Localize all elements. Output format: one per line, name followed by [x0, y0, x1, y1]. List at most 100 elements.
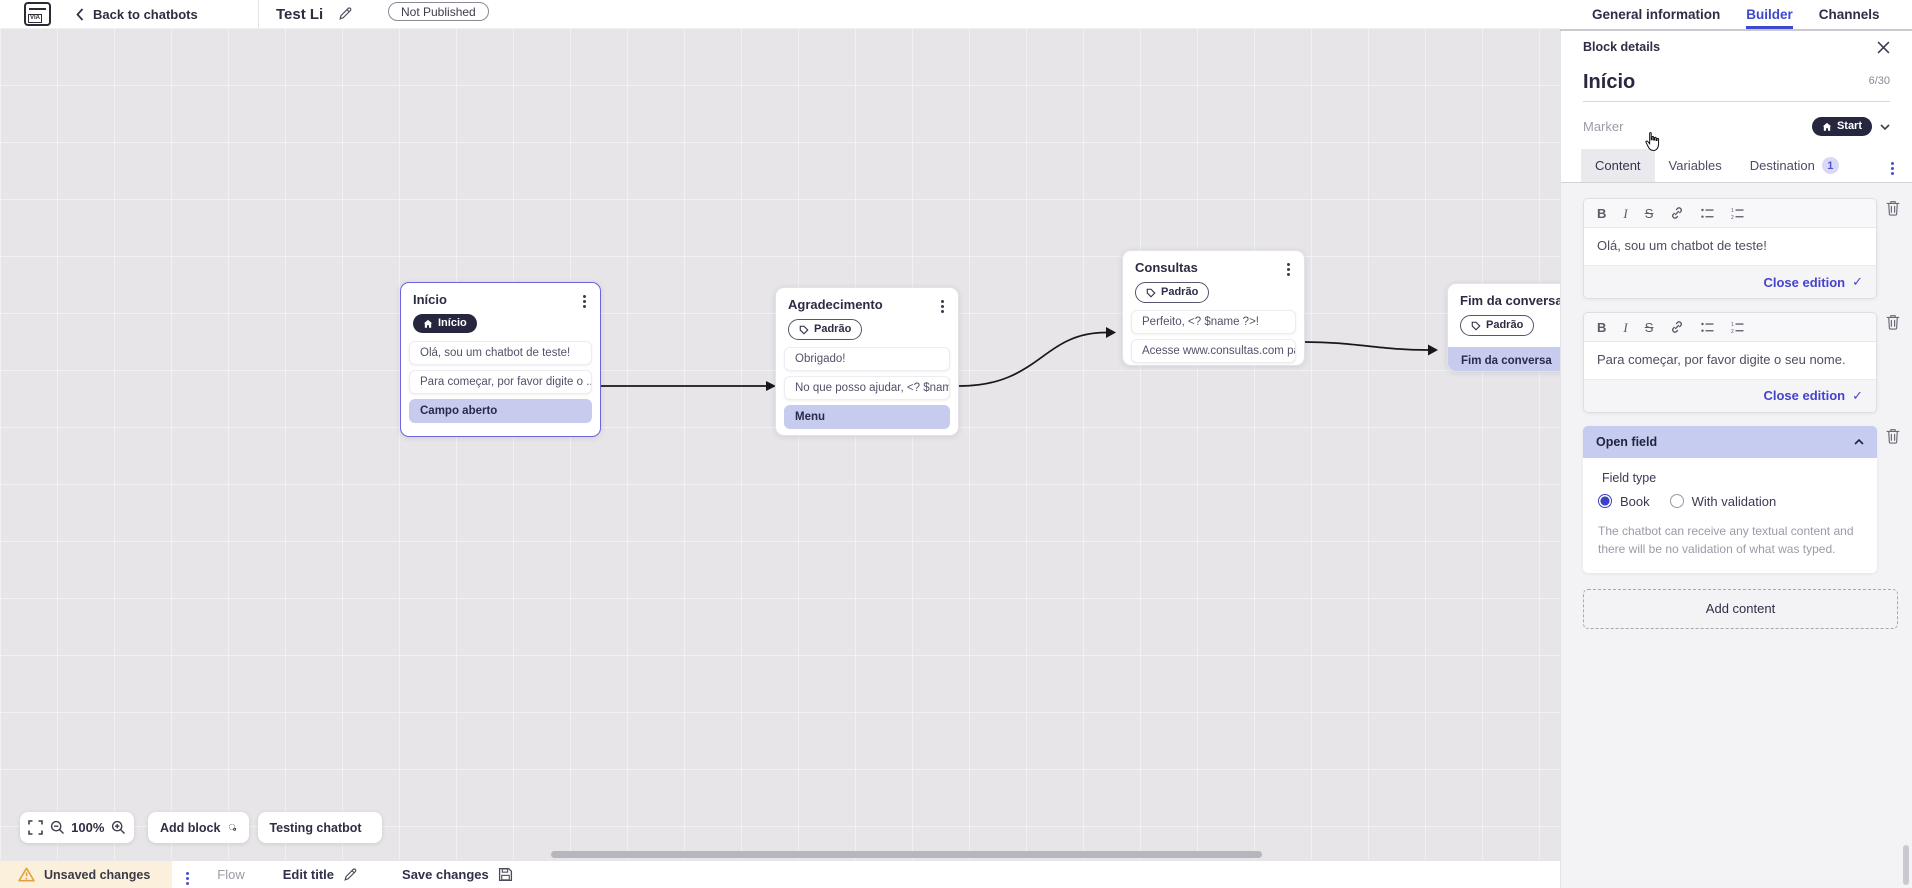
tab-destination[interactable]: Destination 1: [1736, 149, 1853, 182]
add-block-button[interactable]: Add block: [148, 812, 249, 843]
italic-icon[interactable]: I: [1623, 319, 1628, 335]
close-edition-label: Close edition: [1763, 388, 1846, 404]
tag-icon: [1471, 321, 1481, 331]
svg-text:2: 2: [1731, 214, 1734, 218]
flow-block-inicio[interactable]: Início Início Olá, sou um chatbot de tes…: [400, 282, 601, 437]
main-tabs: General information Builder Channels: [1560, 0, 1912, 31]
block-message-item[interactable]: Para começar, por favor digite o ...: [409, 369, 592, 394]
block-openfield-item[interactable]: Campo aberto: [409, 398, 592, 423]
block-message-item[interactable]: No que posso ajudar, <? $name ...: [784, 376, 950, 401]
marker-start-pill[interactable]: Start: [1811, 117, 1872, 137]
panel-title: Block details: [1583, 40, 1661, 54]
editor-text[interactable]: Olá, sou um chatbot de teste!: [1584, 228, 1876, 266]
svg-text:2: 2: [1731, 328, 1734, 332]
home-icon: [1822, 122, 1832, 131]
block-marker-badge: Padrão: [788, 319, 863, 341]
tab-channels[interactable]: Channels: [1818, 6, 1880, 22]
edit-title-pencil-icon[interactable]: [338, 6, 353, 21]
tab-builder[interactable]: Builder: [1746, 0, 1793, 29]
tab-variables[interactable]: Variables: [1668, 158, 1722, 174]
bullet-list-icon[interactable]: [1701, 322, 1714, 333]
close-edition-button[interactable]: Close edition ✓: [1584, 265, 1876, 299]
block-details-panel: Block details 6/30 Marker Start Content …: [1560, 31, 1912, 888]
close-icon[interactable]: [1877, 41, 1890, 54]
open-field-title: Open field: [1596, 434, 1658, 449]
block-title: Fim da conversa: [1460, 293, 1563, 308]
block-menu-icon[interactable]: [583, 300, 586, 303]
block-marker-badge: Início: [413, 314, 477, 334]
bold-icon[interactable]: B: [1597, 319, 1607, 335]
block-marker-badge: Padrão: [1135, 282, 1210, 304]
bullet-list-icon[interactable]: [1701, 208, 1714, 219]
panel-tabs: Content Variables Destination 1: [1561, 149, 1912, 184]
chatbot-title[interactable]: Test Li: [276, 5, 324, 23]
save-icon: [498, 867, 512, 882]
chevron-down-icon[interactable]: [1880, 124, 1890, 130]
block-title: Agradecimento: [788, 297, 883, 312]
strikethrough-icon[interactable]: S: [1644, 319, 1654, 335]
zoom-out-icon[interactable]: [50, 820, 65, 835]
testing-chatbot-button[interactable]: Testing chatbot: [258, 812, 382, 843]
bold-icon[interactable]: B: [1597, 205, 1607, 221]
panel-vertical-scrollbar[interactable]: [1903, 845, 1909, 885]
field-type-description: The chatbot can receive any textual cont…: [1598, 523, 1854, 556]
canvas-horizontal-scrollbar[interactable]: [551, 851, 1262, 858]
close-edition-label: Close edition: [1763, 274, 1846, 290]
block-message-item[interactable]: Olá, sou um chatbot de teste!: [409, 340, 592, 365]
zoom-in-icon[interactable]: [111, 820, 126, 835]
open-field-section: Open field Field type Book Wi: [1583, 425, 1877, 573]
tab-content[interactable]: Content: [1581, 149, 1655, 183]
back-to-chatbots-button[interactable]: Back to chatbots: [76, 0, 198, 28]
link-icon[interactable]: [1670, 206, 1684, 220]
radio-label: Book: [1620, 493, 1650, 509]
flow-block-agradecimento[interactable]: Agradecimento Padrão Obrigado! No que po…: [775, 287, 959, 436]
trash-icon[interactable]: [1886, 314, 1900, 330]
trash-icon[interactable]: [1886, 428, 1900, 444]
status-bar: Unsaved changes Flow Edit title Save cha…: [0, 860, 1561, 888]
open-field-row: Open field Field type Book Wi: [1583, 425, 1900, 573]
block-name-input[interactable]: [1583, 71, 1833, 94]
trash-icon[interactable]: [1886, 200, 1900, 216]
app-logo-text: VIA: [28, 14, 43, 23]
block-menu-icon[interactable]: [941, 305, 944, 308]
tab-destination-label: Destination: [1749, 158, 1815, 174]
block-menu-icon[interactable]: [1287, 268, 1290, 271]
badge-label: Padrão: [1161, 286, 1199, 298]
radio-with-validation[interactable]: With validation: [1669, 493, 1777, 509]
edit-title-button[interactable]: Edit title: [283, 867, 358, 882]
block-message-item[interactable]: Acesse www.consultas.com par...: [1131, 339, 1296, 364]
app-logo: VIA: [24, 2, 51, 26]
publish-status-badge: Not Published: [388, 2, 489, 21]
link-icon[interactable]: [1670, 320, 1684, 334]
badge-label: Início: [438, 317, 467, 329]
tab-general-information[interactable]: General information: [1592, 6, 1721, 22]
fullscreen-icon[interactable]: [28, 820, 43, 835]
block-message-item[interactable]: Obrigado!: [784, 347, 950, 372]
radio-book[interactable]: Book: [1598, 494, 1650, 509]
radio-label: With validation: [1691, 493, 1777, 509]
unsaved-changes-label: Unsaved changes: [44, 867, 151, 882]
save-changes-button[interactable]: Save changes: [402, 867, 513, 882]
strikethrough-icon[interactable]: S: [1644, 205, 1654, 221]
block-marker-badge: Padrão: [1460, 315, 1535, 337]
italic-icon[interactable]: I: [1623, 205, 1628, 221]
panel-menu-icon[interactable]: [1891, 167, 1894, 171]
open-field-header[interactable]: Open field: [1583, 425, 1877, 458]
flow-block-consultas[interactable]: Consultas Padrão Perfeito, <? $name ?>! …: [1122, 250, 1305, 366]
close-edition-button[interactable]: Close edition ✓: [1584, 378, 1876, 412]
editor-text[interactable]: Para começar, por favor digite o seu nom…: [1584, 342, 1876, 379]
save-changes-label: Save changes: [402, 867, 489, 882]
statusbar-menu-icon[interactable]: [186, 877, 190, 880]
block-message-item[interactable]: Perfeito, <? $name ?>!: [1131, 310, 1296, 335]
chevron-left-icon: [76, 7, 84, 21]
check-icon: ✓: [1852, 274, 1863, 290]
block-menu-item[interactable]: Menu: [784, 405, 950, 430]
add-content-button[interactable]: Add content: [1583, 588, 1898, 629]
warning-icon: [18, 867, 35, 882]
